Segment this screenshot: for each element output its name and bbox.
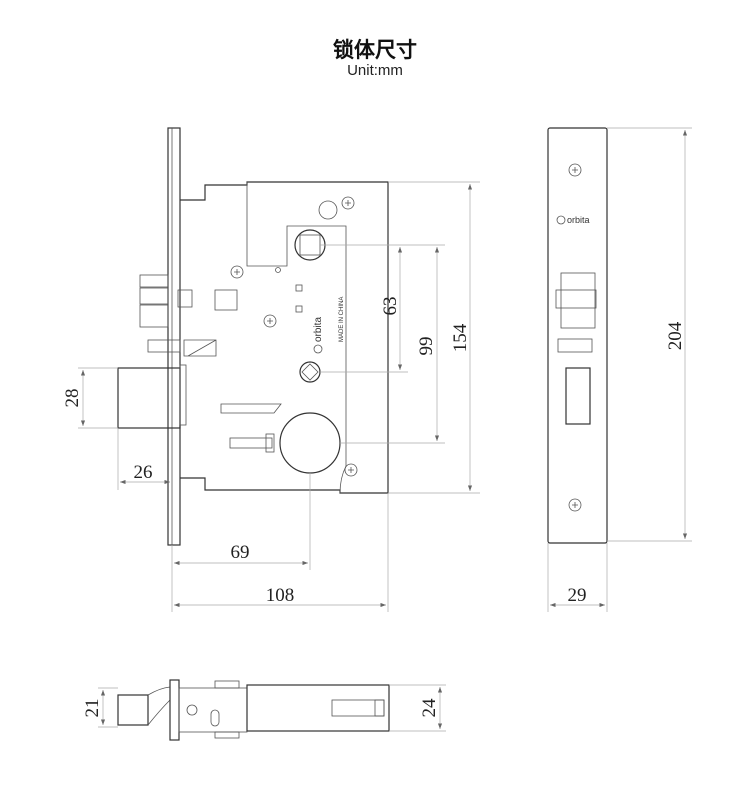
case-logo: orbita bbox=[313, 317, 324, 342]
made-in-label: MADE IN CHINA bbox=[339, 297, 345, 342]
dim-29: 29 bbox=[568, 585, 587, 606]
screw-icon bbox=[341, 196, 355, 210]
unit-label: Unit:mm bbox=[347, 62, 403, 79]
front-view: orbita MADE IN CHINA bbox=[117, 127, 389, 546]
dim-26: 26 bbox=[134, 462, 153, 483]
dim-28: 28 bbox=[62, 389, 83, 408]
drawing-title: 锁体尺寸 bbox=[333, 38, 417, 62]
dim-99: 99 bbox=[416, 337, 437, 356]
lever-hub bbox=[299, 361, 321, 383]
screw-icon bbox=[568, 163, 582, 177]
dim-204: 204 bbox=[665, 321, 686, 350]
faceplate bbox=[547, 127, 608, 544]
screw-icon bbox=[344, 463, 358, 477]
top-view bbox=[117, 679, 390, 741]
screw-icon bbox=[230, 265, 244, 279]
front-faceplate bbox=[167, 127, 181, 546]
dim-24: 24 bbox=[419, 698, 440, 718]
dim-69: 69 bbox=[231, 542, 250, 563]
latch-bolt bbox=[117, 367, 181, 429]
dim-63: 63 bbox=[380, 297, 401, 316]
dim-154: 154 bbox=[450, 323, 471, 352]
faceplate-logo: orbita bbox=[567, 215, 590, 225]
dimension-lines bbox=[78, 127, 692, 732]
faceplate-view: orbita bbox=[547, 127, 608, 544]
dim-21: 21 bbox=[82, 699, 103, 718]
cylinder-hole bbox=[279, 412, 341, 474]
screw-icon bbox=[263, 314, 277, 328]
case-outline bbox=[180, 181, 389, 494]
dim-108: 108 bbox=[266, 585, 295, 606]
screw-icon bbox=[568, 498, 582, 512]
